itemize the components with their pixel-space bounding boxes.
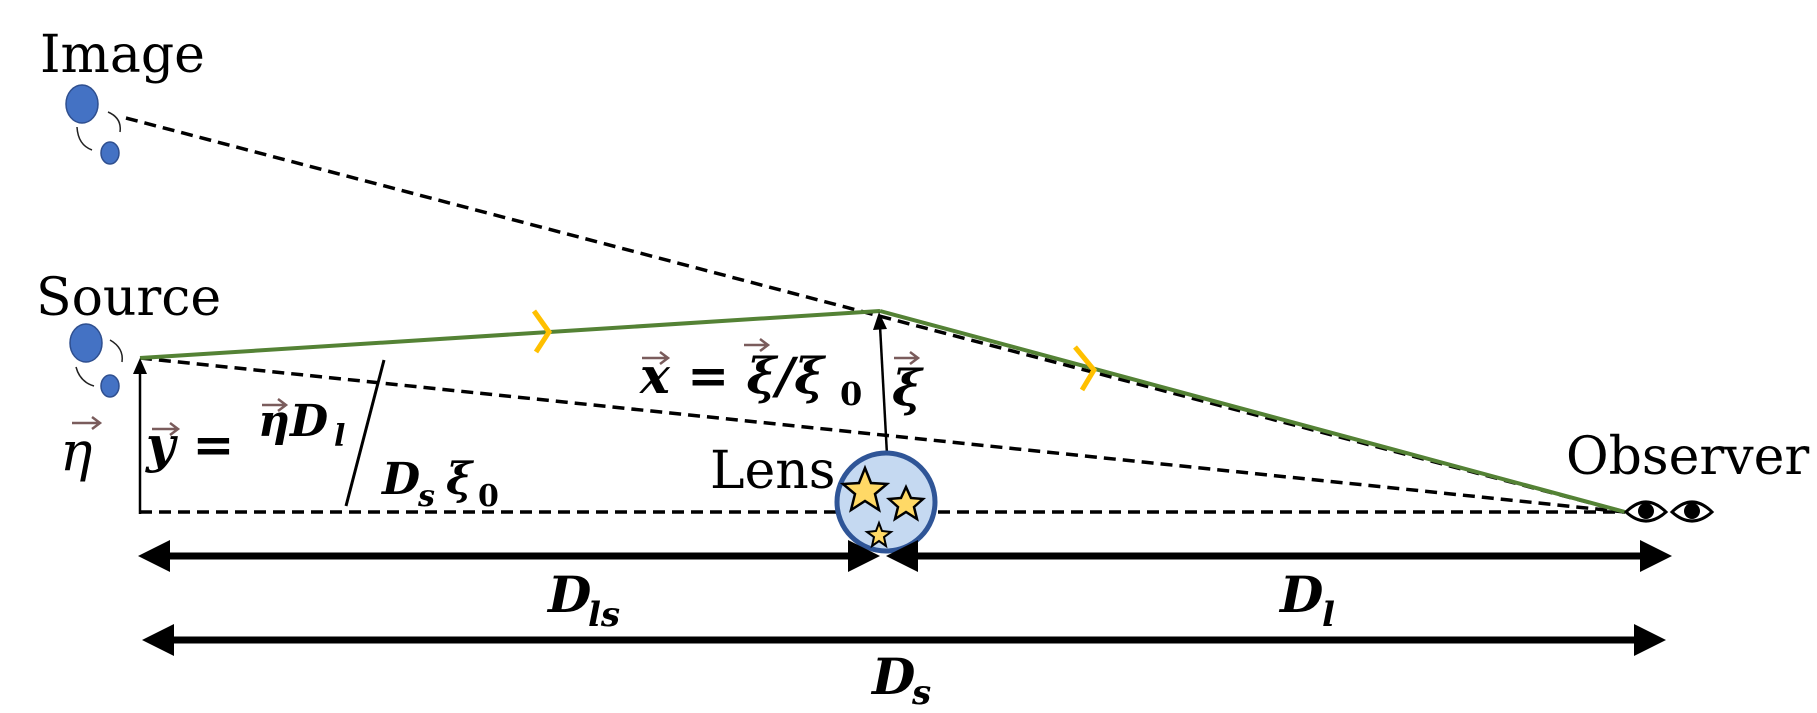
- eye-icon: [1623, 500, 1669, 523]
- lens: [834, 450, 938, 554]
- star-icon: [839, 464, 891, 513]
- ds-label: D s: [870, 647, 931, 713]
- slash-xi0-text: /ξ: [772, 346, 826, 405]
- ds-arrow: [142, 624, 1666, 656]
- eta-text: η: [60, 420, 92, 483]
- image-blob: [65, 84, 121, 165]
- xi0-text: ξ: [446, 454, 474, 505]
- xi0-sub-text: 0: [478, 479, 499, 514]
- slash-xi0-sub-text: 0: [840, 375, 862, 413]
- x-equation: x = ξ /ξ 0 ξ: [639, 338, 924, 417]
- dl-label: D l: [1278, 565, 1335, 635]
- eta-arrow: [133, 358, 147, 514]
- x-eq-text: x = ξ: [639, 346, 779, 405]
- star-icon: [864, 520, 894, 549]
- image-label: Image: [40, 25, 205, 85]
- eta-symbol: η: [60, 416, 103, 483]
- ray-direction-marker-1: [531, 309, 553, 354]
- y-eq-text: y =: [145, 415, 234, 474]
- dl-sub-text: l: [1322, 595, 1335, 635]
- ds-dist-text: D: [870, 647, 915, 706]
- observer-label: Observer: [1566, 427, 1809, 487]
- dls-label: D ls: [546, 565, 620, 635]
- star-icon: [885, 483, 927, 522]
- lens-label: Lens: [710, 441, 835, 501]
- source-blob: [69, 323, 123, 398]
- ray-direction-marker-2: [1073, 345, 1098, 392]
- eye-icon: [1669, 500, 1715, 523]
- dl-sub-text: l: [334, 419, 345, 454]
- dls-sub-text: ls: [588, 595, 620, 635]
- ds-text: D: [380, 454, 420, 505]
- dls-text: D: [546, 565, 591, 624]
- light-ray: [139, 309, 1626, 514]
- dl-text: D: [1278, 565, 1323, 624]
- y-equation: y = ηD l D s ξ 0: [145, 359, 499, 514]
- dls-arrow: [138, 540, 880, 572]
- ds-dist-sub-text: s: [911, 673, 931, 708]
- eta-dl-text: ηD: [258, 396, 328, 447]
- dl-arrow: [886, 540, 1672, 572]
- ds-sub-text: s: [417, 479, 435, 514]
- source-label: Source: [36, 268, 221, 328]
- image-to-observer-line: [125, 116, 1626, 514]
- xi-text: ξ: [892, 358, 924, 417]
- source-to-observer-line: [139, 356, 1626, 514]
